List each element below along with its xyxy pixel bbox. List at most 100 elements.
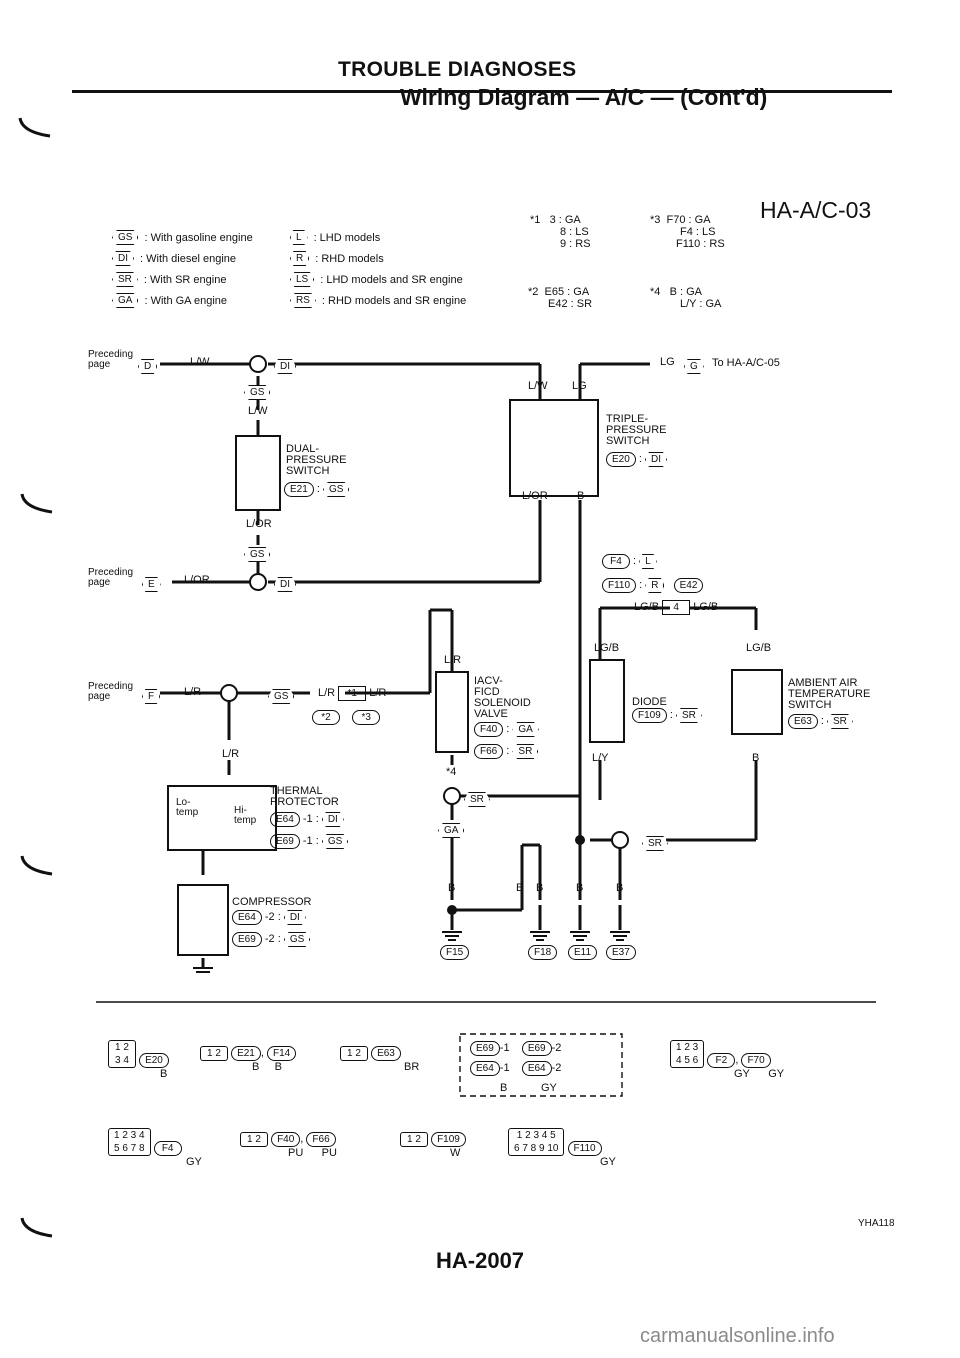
wire-lg: LG xyxy=(572,380,587,392)
preceding-arrow-d: D xyxy=(138,356,158,374)
page-subtitle: Wiring Diagram — A/C — (Cont'd) xyxy=(400,84,768,110)
connector-e63: 1 2 E63 BR xyxy=(340,1046,419,1073)
f4-cond: F4 : L xyxy=(602,554,657,569)
note-1: *1 3 : GA 8 : LS 9 : RS xyxy=(530,214,591,250)
thermal-conn-1: E64 -1 : DI xyxy=(270,812,344,827)
page-number: HA-2007 xyxy=(436,1248,525,1273)
wire-ur-2: L/R *1 L/R xyxy=(318,686,387,701)
binding-mark xyxy=(18,117,51,138)
ground-f15: F15 xyxy=(440,942,470,960)
note-3: *3 F70 : GA F4 : LS F110 : RS xyxy=(650,214,725,250)
wire-b-g4: B xyxy=(576,882,584,894)
to-next-page-label: To HA-A/C-05 xyxy=(712,357,780,369)
note-4: *4 B : GA L/Y : GA xyxy=(650,286,722,310)
ground-e37: E37 xyxy=(606,942,636,960)
diagram-code: HA-A/C-03 xyxy=(760,197,872,223)
wire-b-2: B xyxy=(752,752,760,764)
splice-point xyxy=(249,573,267,591)
connector-e21-f14: 1 2 E21, F14 B B xyxy=(200,1046,297,1073)
connector-f109: 1 2 F109 W xyxy=(400,1132,466,1159)
diode-conn: F109 : SR xyxy=(632,708,702,723)
junction-dot xyxy=(575,835,585,845)
iacv-valve-label: IACV- FICD SOLENOID VALVE xyxy=(474,675,531,720)
cond-di-2: DI xyxy=(274,574,296,592)
cond-gs: GS xyxy=(244,382,271,400)
header-rule xyxy=(72,90,892,93)
legend-item: DI: With diesel engine xyxy=(112,251,253,266)
wire-ly: L/Y xyxy=(592,752,609,764)
legend-item: L: LHD models xyxy=(290,230,466,245)
watermark: carmanualsonline.info xyxy=(640,1325,835,1347)
wire-b: B xyxy=(577,490,585,502)
cond-ga: GA xyxy=(438,820,465,838)
triple-pressure-switch-conn: E20 : DI xyxy=(606,452,667,467)
wire-lgb-top: LG/B 4 LG/B xyxy=(634,600,719,615)
junction-dot xyxy=(447,905,457,915)
hi-temp-label: Hi-temp xyxy=(234,805,257,826)
cond-di: DI xyxy=(274,356,296,374)
ambient-sensor-box xyxy=(731,669,783,735)
to-next-page-arrow: G xyxy=(684,356,704,374)
diode-label: DIODE xyxy=(632,696,667,708)
wire-lor-3: L/OR xyxy=(522,490,548,502)
legend-right: L: LHD models R: RHD models LS: LHD mode… xyxy=(290,230,466,308)
wire-b-g5: B xyxy=(616,882,624,894)
wire-lor: L/OR xyxy=(246,518,272,530)
page-title: TROUBLE DIAGNOSES xyxy=(338,58,577,81)
legend-left: GS: With gasoline engine DI: With diesel… xyxy=(112,230,253,308)
wire-lgb-right: LG/B xyxy=(746,642,772,654)
ground-symbols xyxy=(193,931,630,973)
wire-lw-2: L/W xyxy=(248,405,268,417)
preceding-arrow-f: F xyxy=(142,686,161,704)
triple-pressure-switch-box xyxy=(509,399,599,497)
legend-item: RS: RHD models and SR engine xyxy=(290,293,466,308)
figure-code: YHA118 xyxy=(858,1218,895,1229)
wire-lgb-left: LG/B xyxy=(594,642,620,654)
wire-ur: L/R xyxy=(184,686,202,698)
connector-e69-e64: E69-1 E69-2 E64-1 E64-2 B GY xyxy=(470,1038,561,1098)
dual-pressure-switch-conn: E21 : GS xyxy=(284,482,350,497)
wire-lg-2: LG xyxy=(660,356,675,368)
cond-gs-3: GS xyxy=(268,686,295,704)
ambient-sensor-label: AMBIENT AIR TEMPERATURE SWITCH xyxy=(788,677,871,711)
connector-f40-f66: 1 2 F40, F66 PU PU xyxy=(240,1132,337,1159)
splice-point xyxy=(249,355,267,373)
splice-point xyxy=(220,684,238,702)
binding-marks xyxy=(18,117,53,1238)
dashed-connector-group xyxy=(459,1033,623,1097)
cond-gs-2: GS xyxy=(244,544,271,562)
legend-item: GS: With gasoline engine xyxy=(112,230,253,245)
wire-b-g1: B xyxy=(448,882,456,894)
note-2: *2 E65 : GA E42 : SR xyxy=(528,286,593,310)
legend-item: LS: LHD models and SR engine xyxy=(290,272,466,287)
ambient-sensor-conn: E63 : SR xyxy=(788,714,853,729)
splice-circles xyxy=(220,355,629,849)
dual-pressure-switch-box xyxy=(235,435,281,511)
iacv-valve-box xyxy=(435,671,469,753)
thermal-conn-2: E69 -1 : GS xyxy=(270,834,349,849)
wire-b-g3: B xyxy=(536,882,544,894)
diode-box xyxy=(589,659,625,743)
wire-ur-4: L/R xyxy=(222,748,240,760)
cond-sr-2: SR xyxy=(642,833,668,851)
wire-lines xyxy=(160,362,758,968)
compressor-conn-1: E64 -2 : DI xyxy=(232,910,306,925)
iacv-conn-1: F40 : GA xyxy=(474,722,539,737)
dual-pressure-switch-label: DUAL- PRESSURE SWITCH xyxy=(286,443,347,477)
ground-f18: F18 xyxy=(528,942,558,960)
wire-lor-2: L/OR xyxy=(184,574,210,586)
f110-cond: F110 : R E42 xyxy=(602,578,704,593)
star-conns: *2 *3 xyxy=(312,710,381,725)
legend-item: SR: With SR engine xyxy=(112,272,253,287)
binding-mark xyxy=(20,855,53,876)
thermal-protector-box xyxy=(167,785,277,851)
wire-lw: L/W xyxy=(190,356,210,368)
iacv-conn-2: F66 : SR xyxy=(474,744,539,759)
wire-lw-3: L/W xyxy=(528,380,548,392)
